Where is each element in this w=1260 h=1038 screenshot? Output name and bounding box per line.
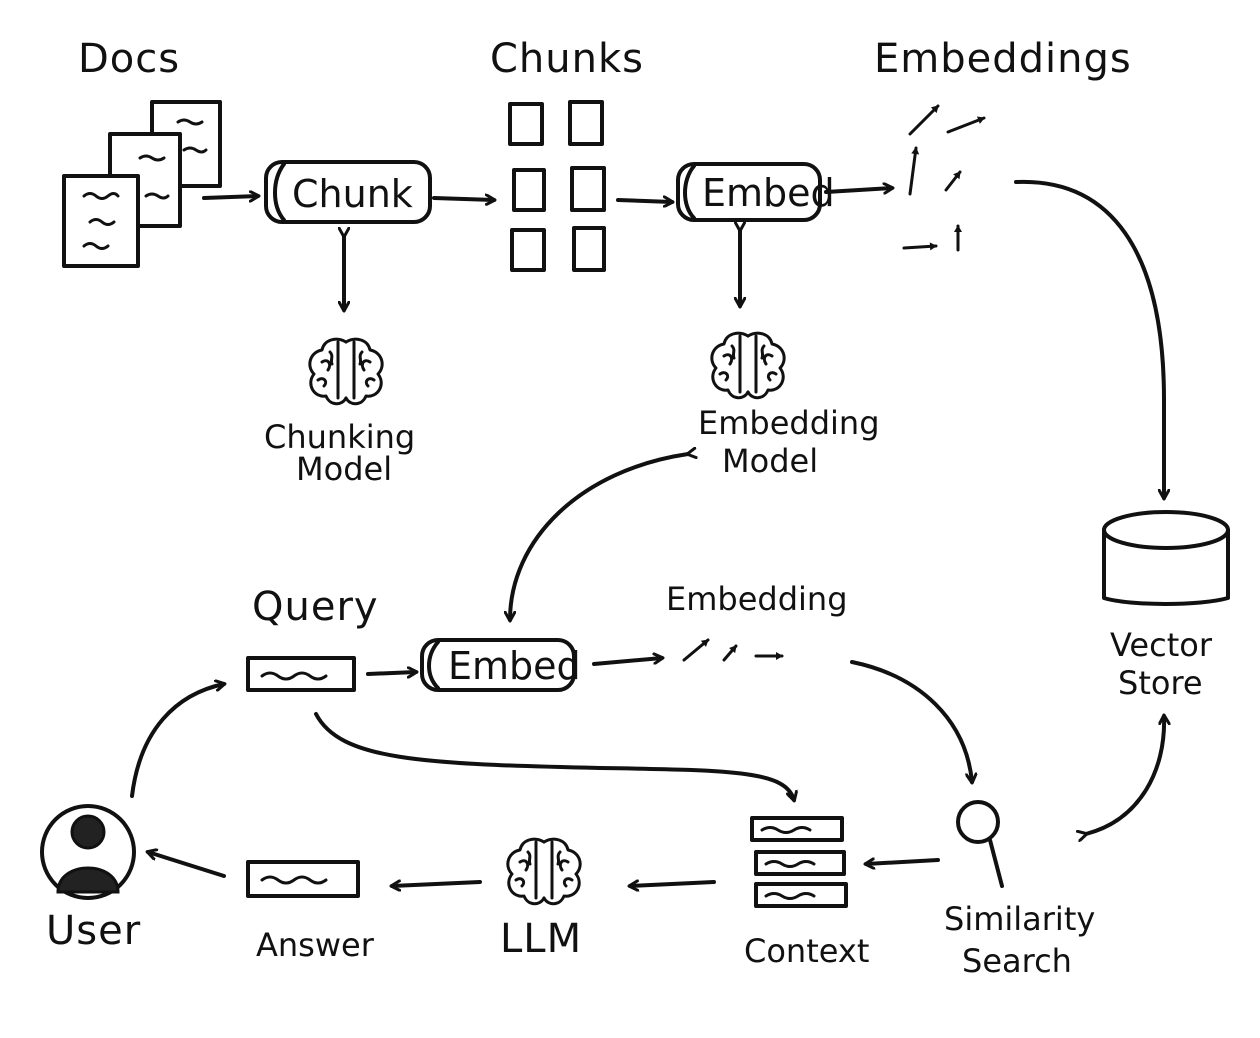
- arrow-answer-to-user: [148, 852, 226, 878]
- arrow-embedding-to-search: [850, 660, 972, 782]
- arrow-embeddings-to-vector-store: [1014, 179, 1164, 498]
- llm-brain-icon: [506, 837, 582, 906]
- query-label: Query: [252, 584, 379, 630]
- arrow-query-to-context: [314, 712, 794, 800]
- embed-process-box-top: Embed: [676, 162, 835, 222]
- chunks-label: Chunks: [490, 36, 644, 82]
- query-text-field-icon: [246, 656, 356, 692]
- magnifier-icon: [956, 800, 1004, 888]
- arrow-search-to-context: [866, 860, 940, 864]
- arrow-chunks-to-embed: [616, 200, 672, 202]
- arrow-user-to-query: [130, 684, 224, 798]
- embedding-model-label-line1: Embedding: [698, 404, 880, 442]
- embed-process-box-bottom: Embed: [420, 638, 581, 692]
- vector-arrows-icon: [902, 104, 986, 252]
- answer-label: Answer: [256, 926, 375, 964]
- context-label: Context: [744, 932, 869, 970]
- arrow-chunk-to-chunks: [432, 198, 494, 200]
- llm-label: LLM: [500, 916, 582, 962]
- embedding-label: Embedding: [666, 580, 848, 618]
- context-stack-icon: [750, 816, 848, 908]
- embedding-vector-icon: [682, 638, 784, 662]
- embedding-model-label-line2: Model: [722, 442, 818, 480]
- embed-box-top-label: Embed: [702, 171, 835, 215]
- similarity-search-label-line2: Search: [962, 942, 1072, 980]
- arrow-embed-to-embeddings: [824, 188, 892, 192]
- arrow-search-vector-store: [1086, 716, 1164, 834]
- chunk-process-box: Chunk: [264, 160, 432, 224]
- chunk-grid-icon: [508, 100, 606, 272]
- chunk-box-label: Chunk: [292, 172, 413, 216]
- arrow-model-to-embed-bottom: [510, 454, 688, 620]
- chunking-model-brain-icon: [308, 337, 384, 406]
- user-avatar-icon: [40, 804, 136, 900]
- answer-text-field-icon: [246, 860, 360, 898]
- chunking-model-label-line1: Chunking: [264, 418, 415, 456]
- embeddings-label: Embeddings: [874, 36, 1132, 82]
- arrow-embed-to-embedding: [592, 658, 662, 666]
- user-label: User: [46, 908, 141, 954]
- arrow-context-to-llm: [630, 882, 716, 886]
- similarity-search-label-line1: Similarity: [944, 900, 1095, 938]
- document-stack-icon: [62, 100, 222, 268]
- embed-box-bottom-label: Embed: [448, 644, 581, 688]
- embedding-model-brain-icon: [710, 331, 786, 400]
- docs-label: Docs: [78, 36, 180, 82]
- chunking-model-label-line2: Model: [296, 450, 392, 488]
- arrow-llm-to-answer: [392, 882, 482, 886]
- arrow-docs-to-chunk: [202, 196, 258, 198]
- vector-store-label-line2: Store: [1118, 664, 1203, 702]
- database-cylinder-icon: [1102, 510, 1230, 606]
- vector-store-label-line1: Vector: [1110, 626, 1213, 664]
- arrow-query-to-embed: [366, 672, 416, 674]
